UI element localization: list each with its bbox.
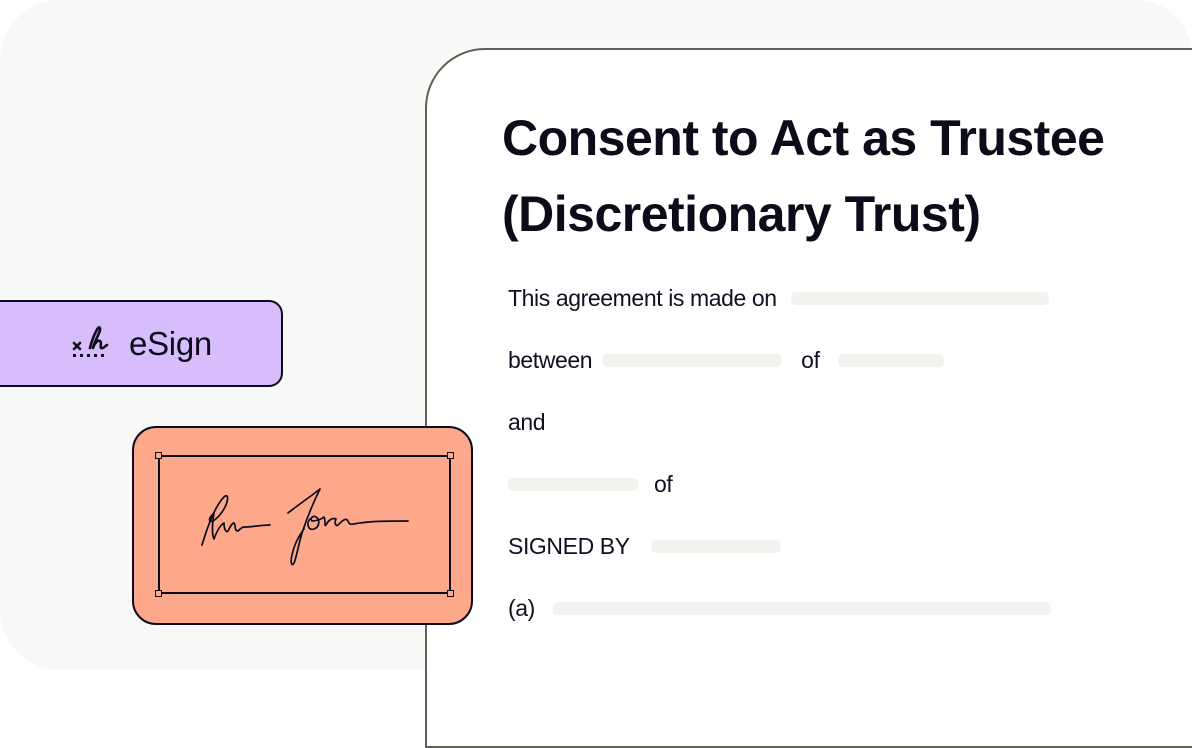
party-two-name-field[interactable] (508, 477, 638, 491)
title-line-2: (Discretionary Trust) (502, 186, 981, 242)
signed-by-line: SIGNED BY (508, 531, 781, 561)
of-label: of (654, 470, 673, 497)
handwritten-signature-icon (201, 488, 409, 566)
esign-label: eSign (129, 324, 212, 362)
party-one-address-field[interactable] (837, 353, 944, 367)
signature-icon (71, 324, 115, 363)
clause-a-line: (a) (508, 593, 1051, 623)
line-label: This agreement is made on (508, 284, 777, 311)
document-title: Consent to Act as Trustee (Discretionary… (502, 100, 1182, 252)
line-label: (a) (508, 594, 535, 621)
line-label: between (508, 346, 593, 373)
party-one-name-field[interactable] (602, 353, 783, 367)
resize-handle-top-left[interactable] (155, 452, 162, 459)
and-line: and (508, 407, 546, 437)
esign-badge[interactable]: eSign (0, 300, 283, 387)
clause-a-field[interactable] (552, 601, 1051, 615)
party-two-line: of (508, 469, 673, 499)
of-label: of (801, 346, 820, 373)
line-label: and (508, 408, 546, 435)
line-label: SIGNED BY (508, 532, 630, 559)
title-line-1: Consent to Act as Trustee (502, 110, 1105, 166)
resize-handle-bottom-right[interactable] (447, 590, 454, 597)
resize-handle-bottom-left[interactable] (155, 590, 162, 597)
signature-card[interactable] (132, 426, 473, 625)
between-line: between of (508, 345, 944, 375)
agreement-date-line: This agreement is made on (508, 283, 1049, 313)
document-page (425, 48, 1192, 748)
signature-frame[interactable] (155, 452, 454, 597)
date-field[interactable] (790, 291, 1049, 305)
resize-handle-top-right[interactable] (447, 452, 454, 459)
signer-name-field[interactable] (650, 539, 781, 553)
